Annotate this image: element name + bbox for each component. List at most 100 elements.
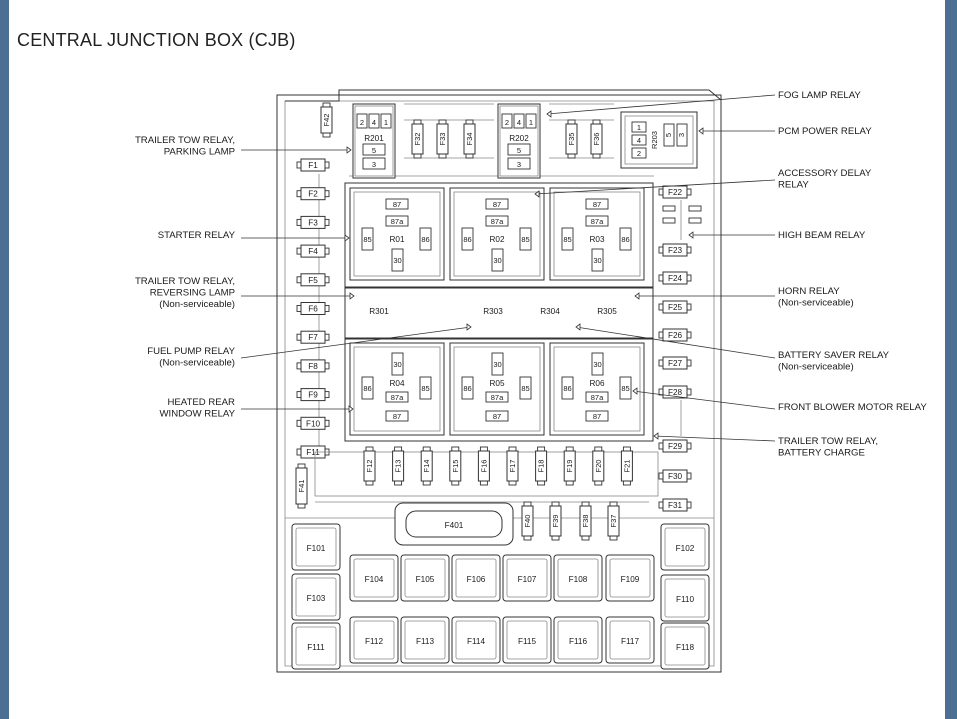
fuse-label: F12 [365,460,374,473]
arrow-head [466,323,472,331]
fuse-tab [686,472,692,480]
fuse-tab [365,480,374,486]
fuse-f23: F23 [658,243,692,257]
maxi-fuse-outer [291,523,341,571]
maxi-fuse-inner [295,577,337,617]
fuse-tab [451,480,460,486]
maxi-fuse-inner [557,620,599,660]
fuse-label: F20 [594,460,603,473]
fuse-label: F3 [308,218,318,227]
arrow-head [344,234,350,242]
fuse-f29: F29 [658,439,692,453]
fuse-label: F10 [306,419,321,428]
relay-name: R01 [389,235,404,244]
relay-pin [419,376,432,400]
relay-pin [585,410,609,422]
fuse-body [436,123,449,155]
fuse-body [300,273,326,287]
fuse-tab [465,119,474,125]
callout-high-beam: HIGH BEAM RELAY [688,230,866,241]
relay-name: R05 [489,379,504,388]
fuse-tab [296,362,302,370]
relay-pin-label: 30 [493,360,501,369]
fuse-tab [296,333,302,341]
arrow-head [348,405,354,413]
maxi-fuse-inner [506,558,548,598]
fuse-body [662,243,688,257]
fuse-label: F114 [467,637,485,646]
callout-text: (Non-serviceable) [778,362,854,373]
arrow-head [349,292,355,300]
relay-pin [361,227,374,251]
callout-text: HORN RELAY [778,286,840,297]
maxi-fuse-inner [455,558,497,598]
maxi-fuse-inner [295,626,337,666]
fuse-label: F117 [621,637,639,646]
fuse-body [411,123,424,155]
fuse-tab [658,246,664,254]
fuse-f15: F15 [449,446,462,486]
fuse-tab [508,446,517,452]
relay-pin-label: 1 [529,118,533,127]
relay-pin-label: 30 [393,256,401,265]
fuse-body [295,467,308,505]
fuse-f7: F7 [296,330,330,344]
callout-text: RELAY [778,180,809,191]
fuse-body [420,450,433,482]
callout-fog-lamp: FOG LAMP RELAY [546,90,861,118]
fuse-label: F112 [365,637,383,646]
fuse-body [607,505,620,537]
fuse-tab [594,480,603,486]
fuse-slot [688,217,702,224]
fuse-f105: F105 [400,554,450,602]
arrow-head [634,292,640,300]
fuse-f114: F114 [451,616,501,664]
relay-pin [585,215,609,227]
fuse-f32: F32 [411,119,424,159]
fuse-tab [581,535,590,541]
relay-pin [368,113,380,129]
fuse-tab [324,276,330,284]
maxi-fuse-outer [349,616,399,664]
mega-fuse-body [405,510,503,538]
maxi-fuse-inner [404,620,446,660]
fuse-tab [686,331,692,339]
relay-pin [391,352,404,376]
maxi-fuse-inner [295,527,337,567]
fuse-body [300,244,326,258]
fuse-f13: F13 [392,446,405,486]
fuse-tab [324,305,330,312]
maxi-fuse-outer [502,616,552,664]
maxi-fuse-outer [291,573,341,621]
callout-text: STARTER RELAY [158,230,236,241]
callout-text: REVERSING LAMP [150,288,235,299]
arrow-head [653,432,659,440]
fuse-f8: F8 [296,359,330,373]
fuse-f25: F25 [658,300,692,314]
fuse-body [662,469,688,483]
fuse-label: F108 [569,575,588,584]
relay-name: R04 [389,379,404,388]
callout-battery-saver: BATTERY SAVER RELAY(Non-serviceable) [575,323,890,373]
callout-trailer-tow-parking: TRAILER TOW RELAY,PARKING LAMP [135,135,352,158]
fuse-label: F24 [668,274,683,283]
callout-trailer-tow-reversing: TRAILER TOW RELAY,REVERSING LAMP(Non-ser… [135,276,355,310]
fuse-body [662,385,688,399]
maxi-fuse-inner [609,620,651,660]
maxi-fuse-outer [605,616,655,664]
fuse-tab [658,501,664,509]
maxi-fuse-outer [502,554,552,602]
relay-inner [354,105,394,177]
callout-text: FRONT BLOWER MOTOR RELAY [778,402,927,413]
fuse-label: F118 [676,643,694,652]
relay-pin-label: 86 [563,384,571,393]
relay-pin-label: 87 [593,200,601,209]
relay-pin-label: 3 [677,133,686,137]
fuse-label: F7 [308,333,318,342]
callout-text: (Non-serviceable) [159,358,235,369]
relay-pin [676,123,688,147]
relay-pin [519,227,532,251]
fuse-body [300,187,326,201]
leader-line [632,390,776,410]
